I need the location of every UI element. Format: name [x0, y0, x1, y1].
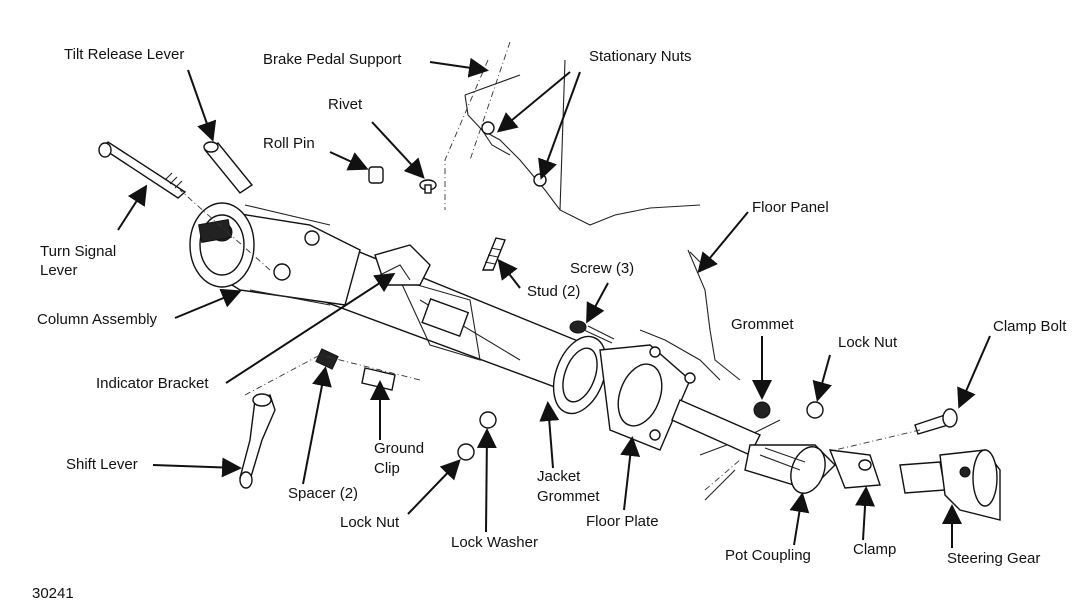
label-turn-signal-lever-line2: Lever [40, 262, 78, 279]
label-stud: Stud (2) [527, 283, 581, 300]
stationary-nut-1-drawing [481, 121, 495, 135]
turn-signal-lever-drawing [98, 141, 187, 199]
label-tilt-release-lever: Tilt Release Lever [64, 46, 185, 63]
figure-number: 30241 [32, 585, 74, 602]
label-floor-panel: Floor Panel [752, 199, 829, 216]
label-steering-gear: Steering Gear [947, 550, 1041, 567]
clamp-drawing [828, 449, 881, 489]
label-roll-pin: Roll Pin [263, 135, 315, 152]
label-shift-lever: Shift Lever [66, 456, 138, 473]
label-ground-clip-line1: Ground [374, 440, 425, 457]
label-jacket-grommet-line2: Grommet [537, 488, 600, 505]
label-clamp-bolt: Clamp Bolt [993, 318, 1067, 335]
label-column-assembly: Column Assembly [37, 311, 158, 328]
tilt-release-lever-drawing [203, 141, 254, 194]
brake-pedal-support-drawing [444, 41, 701, 226]
label-floor-plate: Floor Plate [586, 513, 659, 530]
shift-lever-drawing [239, 393, 276, 489]
label-stationary-nuts: Stationary Nuts [589, 48, 692, 65]
label-screw: Screw (3) [570, 260, 635, 277]
left-lock-nut-drawing [457, 443, 475, 461]
ground-clip-drawing [361, 367, 396, 391]
clamp-bolt-drawing [914, 408, 958, 435]
label-lock-nut-right: Lock Nut [838, 334, 898, 351]
label-turn-signal-lever-line1: Turn Signal [40, 243, 117, 260]
label-grommet: Grommet [731, 316, 794, 333]
jacket-grommet-drawing [552, 335, 608, 415]
label-clamp: Clamp [853, 541, 897, 558]
stationary-nut-2-drawing [533, 173, 547, 187]
steering-gear-drawing [899, 449, 1001, 521]
label-rivet: Rivet [328, 96, 363, 113]
grommet-drawing [753, 401, 771, 419]
indicator-bracket-drawing [374, 244, 431, 286]
label-jacket-grommet-line1: Jacket [537, 468, 581, 485]
screw-drawing [569, 320, 615, 344]
lock-washer-drawing [479, 411, 497, 429]
rivet-drawing [419, 179, 437, 194]
stud-drawing [481, 237, 506, 271]
label-lock-washer: Lock Washer [451, 534, 538, 551]
roll-pin-drawing [368, 166, 384, 184]
floor-plate-drawing [599, 344, 696, 451]
lower-shaft-drawing [671, 399, 761, 456]
right-lock-nut-drawing [806, 401, 824, 419]
label-brake-pedal-support: Brake Pedal Support [263, 51, 402, 68]
column-assembly-drawing [189, 202, 361, 306]
label-indicator-bracket: Indicator Bracket [96, 375, 209, 392]
label-pot-coupling: Pot Coupling [725, 547, 811, 564]
pot-coupling-drawing [744, 444, 836, 494]
label-lock-nut-left: Lock Nut [340, 514, 400, 531]
label-spacer: Spacer (2) [288, 485, 359, 502]
leader-lines [117, 57, 991, 548]
label-ground-clip-line2: Clip [374, 460, 400, 477]
